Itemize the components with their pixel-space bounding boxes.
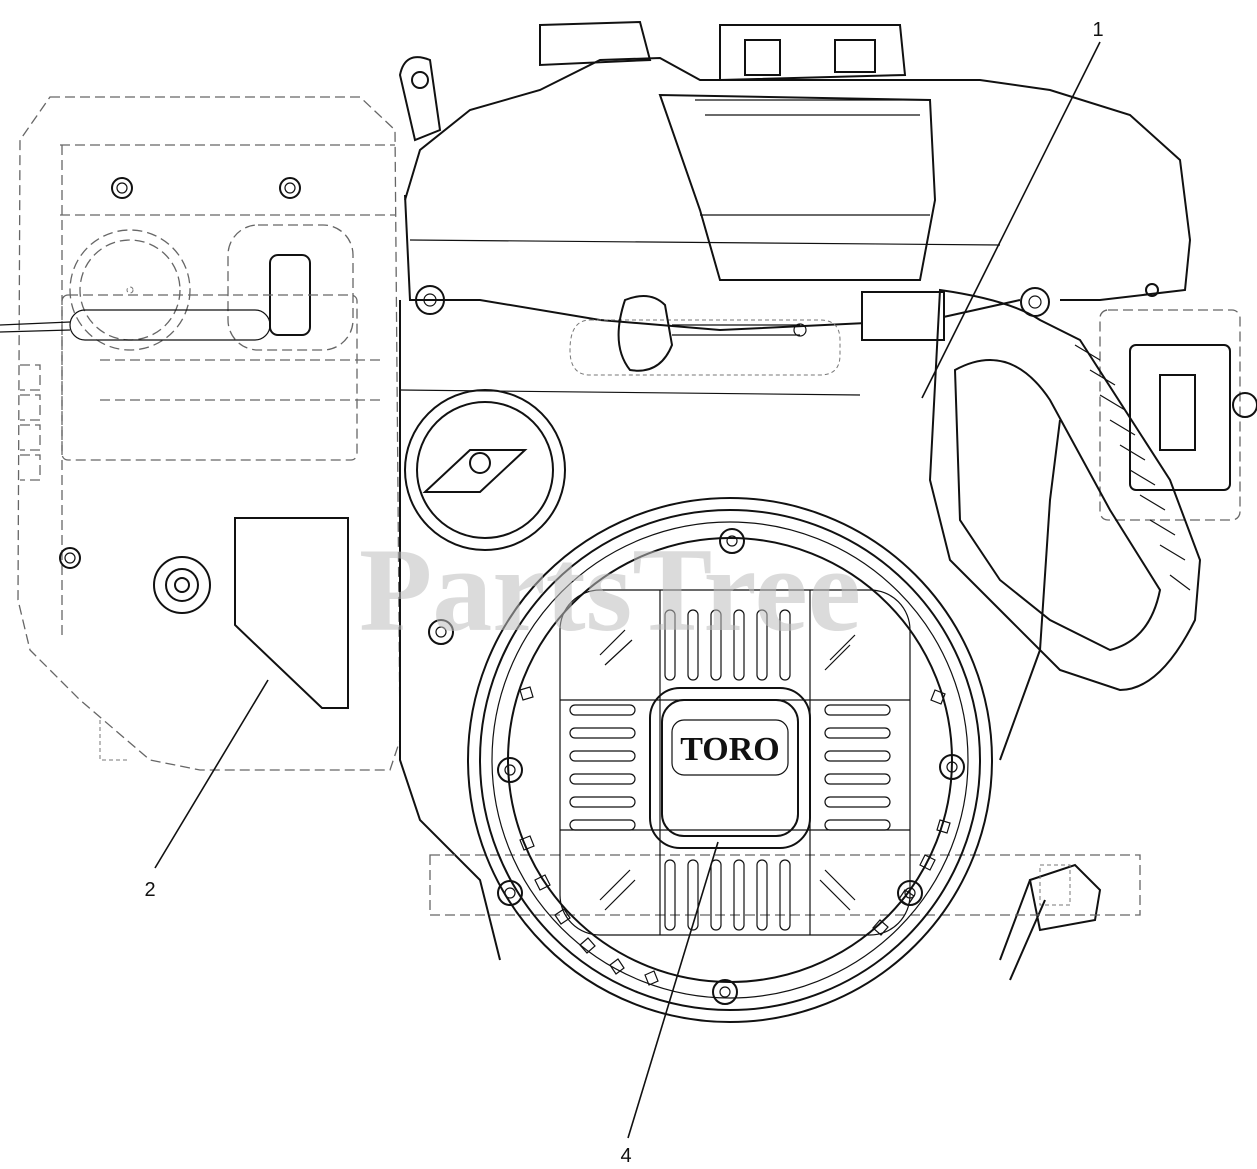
engine-body — [398, 20, 1257, 981]
leader-line-2 — [154, 679, 269, 869]
logo-plate-outer — [649, 687, 811, 849]
callout-1: 1 — [921, 19, 1104, 399]
logo-plate-inner — [661, 699, 799, 837]
decal-1-outline — [861, 291, 945, 341]
watermark: PartsTree — [359, 523, 861, 656]
callout-label-4: 4 — [620, 1145, 631, 1167]
decal-2-outline — [234, 517, 349, 709]
left-vents — [569, 704, 636, 831]
right-vents — [824, 704, 891, 831]
recoil-starter: TORO — [467, 497, 993, 1023]
left-panel — [0, 96, 401, 771]
toro-logo: TORO — [680, 731, 780, 768]
top-vents — [664, 609, 791, 681]
callout-2: 2 — [144, 679, 269, 901]
leader-line-1 — [921, 41, 1101, 399]
leader-line-4 — [627, 841, 719, 1139]
callout-4: 4 — [620, 841, 719, 1167]
bottom-vents — [664, 859, 791, 931]
callout-label-1: 1 — [1092, 19, 1103, 41]
callout-label-2: 2 — [144, 879, 155, 901]
